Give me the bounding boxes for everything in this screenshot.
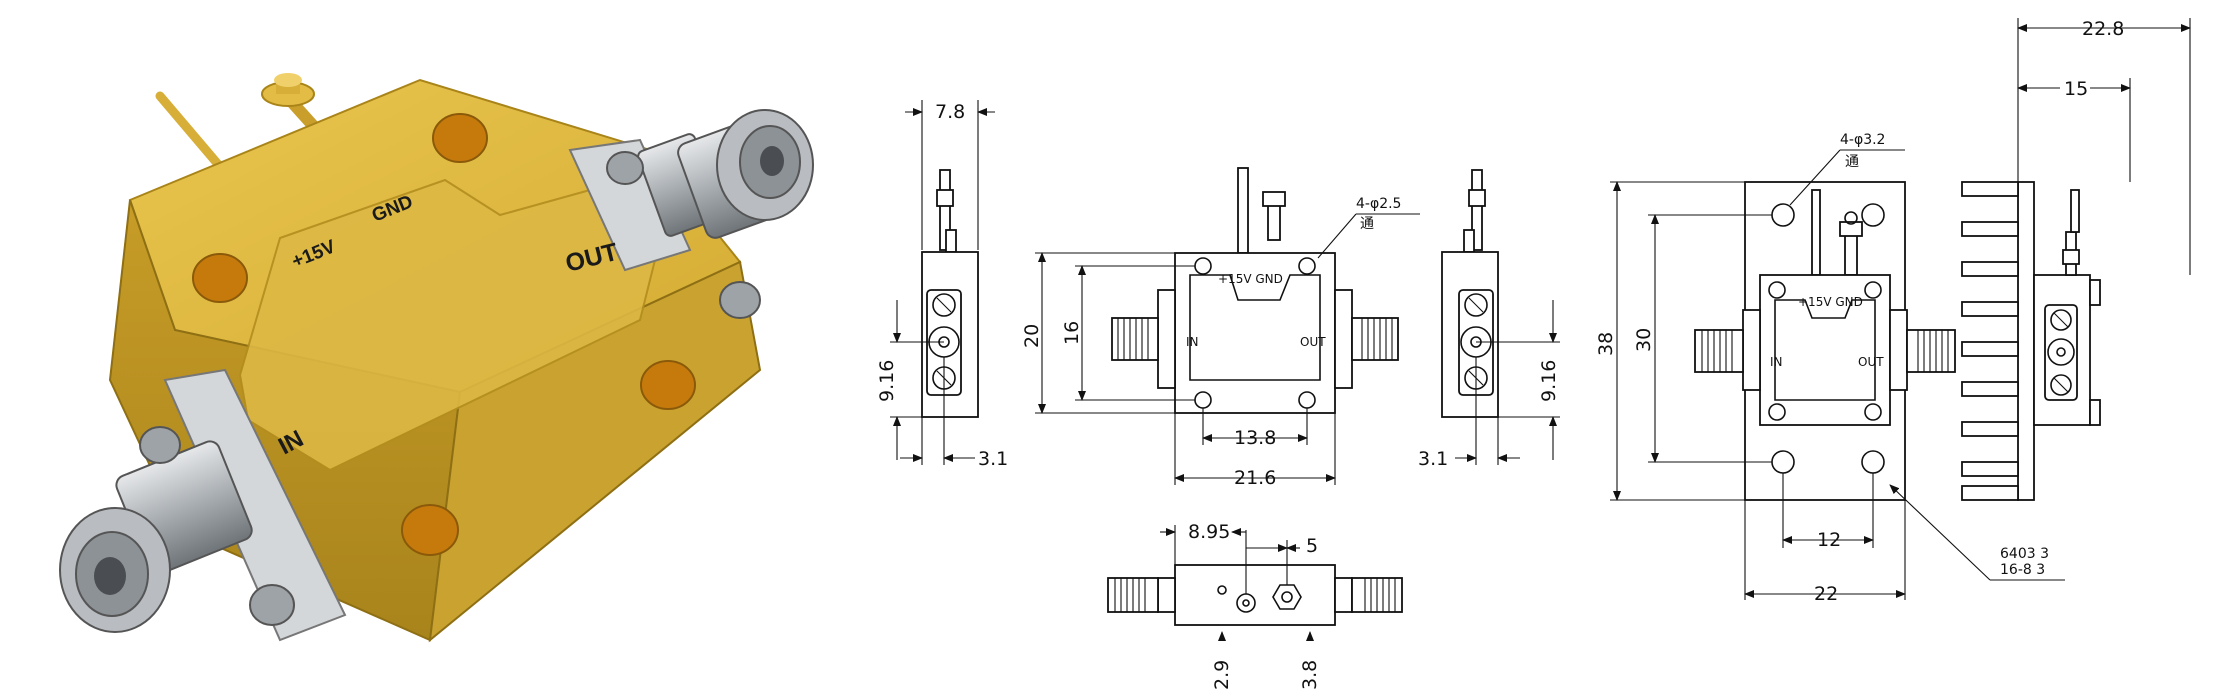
bottom-thread-left: [1114, 578, 1146, 612]
heatsink-fins: [1961, 181, 2019, 501]
heatsink-in-label: IN: [1770, 355, 1783, 369]
side-view-left: 7.8 9.16 3.1: [876, 100, 1008, 470]
dim-heatsink-side-fin-width: 15: [2064, 78, 2088, 100]
dim-side-left-top-width: 7.8: [935, 101, 965, 123]
heatsink-thread-right: [1917, 330, 1949, 372]
heatsink-hole-note-sub: 通: [1845, 154, 1859, 170]
dim-heatsink-height-outer: 38: [1595, 332, 1617, 356]
dim-side-left-height: 9.16: [876, 360, 898, 402]
lid-panel: [238, 178, 662, 472]
dim-heatsink-side-total-width: 22.8: [2082, 18, 2124, 40]
dim-bottom-right-offset: 5: [1306, 535, 1318, 557]
amplifier-photo: +15V GND OUT IN: [59, 73, 814, 643]
bottom-thread-right: [1364, 578, 1396, 612]
mounting-hole-icon: [432, 113, 488, 163]
front-in-label: IN: [1186, 335, 1199, 349]
dim-heatsink-hole-spacing: 12: [1817, 529, 1841, 551]
mounting-hole-icon: [640, 360, 696, 410]
bottom-view: 8.95 5 2.9 3.8: [1107, 521, 1403, 690]
dim-bottom-left-offset: 8.95: [1188, 521, 1230, 543]
connector-thread-right: [1361, 318, 1393, 360]
dim-side-right-offset: 3.1: [1418, 448, 1448, 470]
dim-heatsink-width: 22: [1814, 583, 1838, 605]
housing-side: [428, 260, 762, 643]
mounting-hole-icon: [192, 253, 248, 303]
mounting-hole-icon: [401, 504, 459, 556]
heatsink-front-view: +15V GND IN OUT 4-φ3.2 通 38 30 12: [1595, 132, 2065, 605]
dim-front-hole-spacing: 13.8: [1234, 427, 1276, 449]
dim-side-right-height: 9.16: [1538, 360, 1560, 402]
front-out-label: OUT: [1300, 335, 1326, 349]
dim-front-height-inner: 16: [1061, 321, 1083, 345]
heatsink-leader-note-2: 16-8 3: [2000, 562, 2045, 578]
heatsink-hole-note: 4-φ3.2: [1840, 132, 1885, 148]
heatsink-pin-label: +15V GND: [1798, 295, 1863, 309]
heatsink-side-view: 22.8 15: [1961, 18, 2191, 501]
front-hole-note: 4-φ2.5: [1356, 196, 1401, 212]
front-pin-label: +15V GND: [1218, 272, 1283, 286]
heatsink-thread-left: [1701, 330, 1733, 372]
dim-front-width: 21.6: [1234, 467, 1276, 489]
connector-thread-left: [1117, 318, 1149, 360]
dim-bottom-left-depth: 2.9: [1211, 660, 1233, 690]
input-connector: [59, 368, 347, 642]
output-connector: [568, 109, 814, 319]
side-view-right: 9.16 3.1: [1418, 169, 1560, 470]
heatsink-out-label: OUT: [1858, 355, 1884, 369]
dim-side-left-offset: 3.1: [978, 448, 1008, 470]
heatsink-leader-note-1: 6403 3: [2000, 546, 2049, 562]
front-hole-note-sub: 通: [1360, 216, 1374, 232]
dim-bottom-right-depth: 3.8: [1299, 660, 1321, 690]
front-view: +15V GND IN OUT 4-φ2.5 通 20 16 13.8 21.6: [1021, 167, 1420, 489]
dim-heatsink-height-inner: 30: [1633, 328, 1655, 352]
dim-front-height-outer: 20: [1021, 324, 1043, 348]
